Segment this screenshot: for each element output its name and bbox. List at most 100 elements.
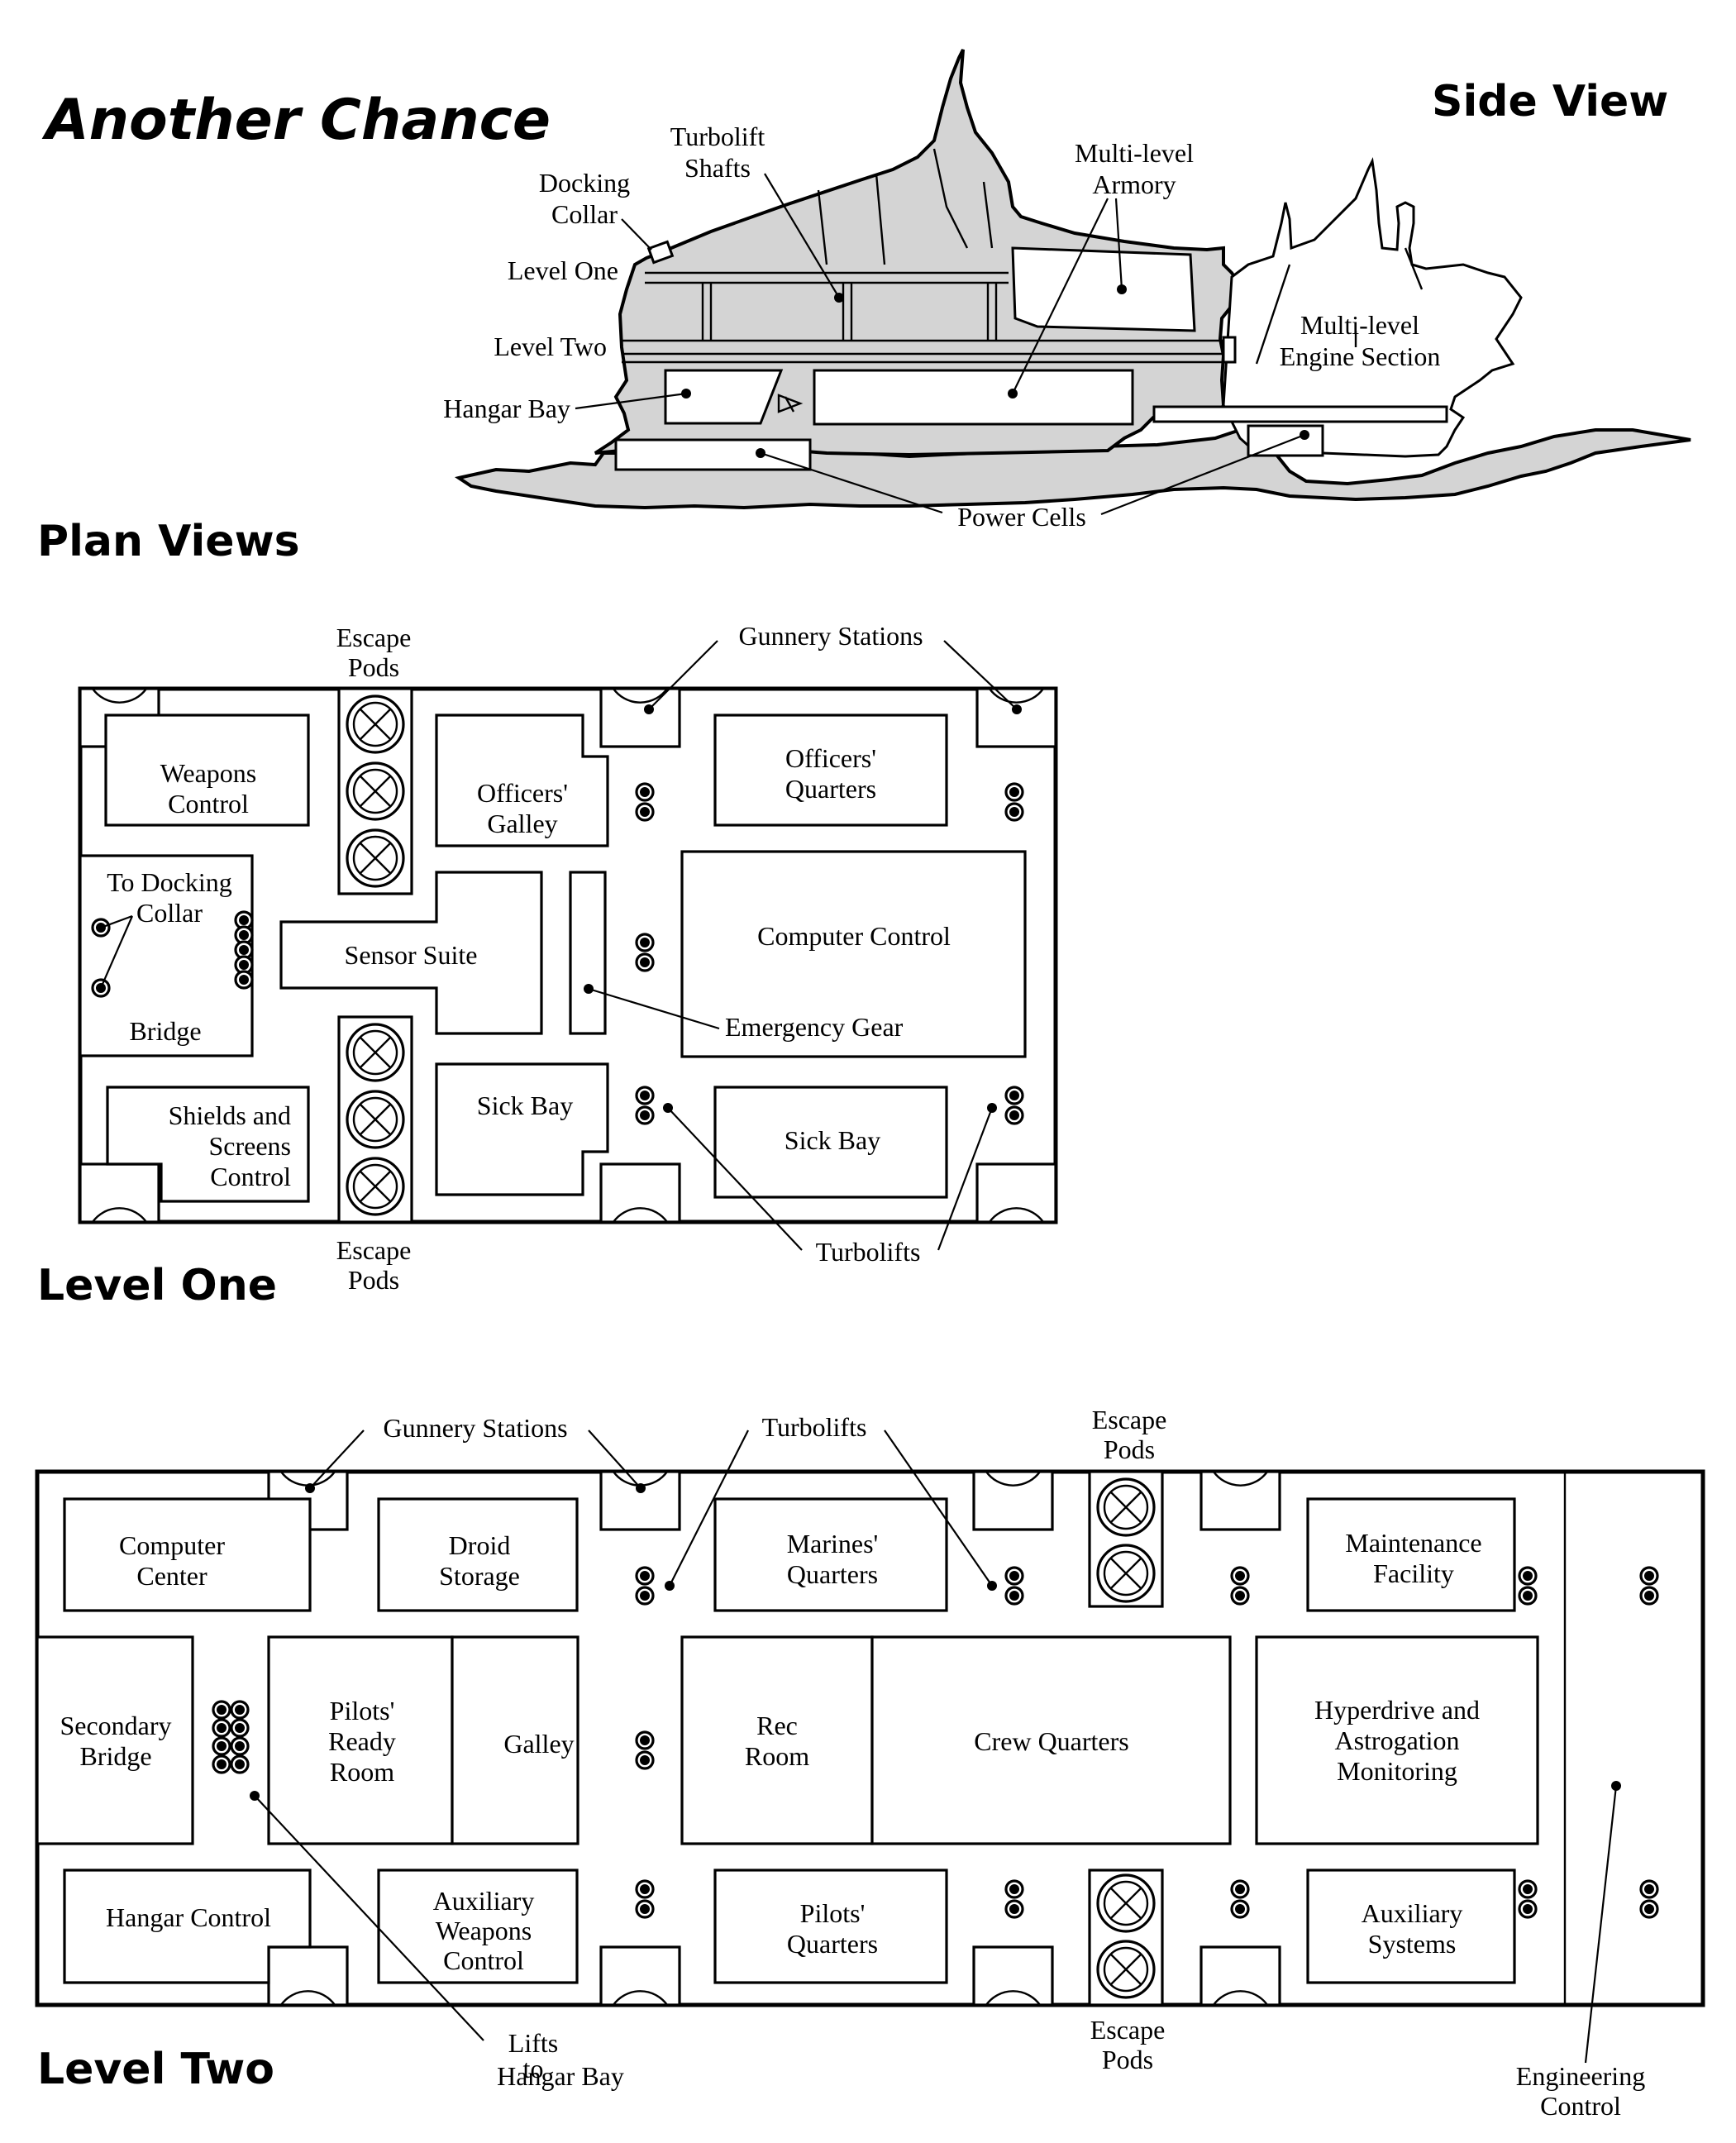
leader-dot bbox=[665, 1581, 675, 1591]
turbolift bbox=[635, 1086, 655, 1125]
label-hyperdrive-3: Monitoring bbox=[1337, 1756, 1457, 1786]
label-escape-pods-bottom-l2-2: Pods bbox=[1102, 2045, 1153, 2074]
room-emergency-gear bbox=[569, 871, 607, 1035]
leader-dot bbox=[756, 448, 765, 458]
leader-dot bbox=[834, 293, 844, 303]
room-hangar-control bbox=[63, 1869, 312, 1984]
leader-dot bbox=[305, 1483, 315, 1493]
engine-detail bbox=[1255, 247, 1424, 365]
leader-engineering bbox=[1584, 1785, 1618, 2064]
leader-turbolifts-l2-1 bbox=[669, 1429, 749, 1587]
label-hangar-control: Hangar Control bbox=[106, 1902, 271, 1932]
leader-turbolift bbox=[764, 173, 840, 298]
leader-turbolifts-l2-2 bbox=[884, 1429, 993, 1587]
label-maintenance-1: Maintenance bbox=[1345, 1528, 1481, 1558]
label-level-one: Level One bbox=[508, 255, 618, 285]
label-turbolifts-l2: Turbolifts bbox=[762, 1412, 867, 1442]
leader-emergency-gear bbox=[588, 987, 720, 1030]
turbolift bbox=[635, 1566, 655, 1606]
label-engine-1: Multi-level bbox=[1300, 310, 1419, 340]
label-armory-1: Multi-level bbox=[1075, 138, 1194, 168]
turbolift bbox=[1639, 1879, 1659, 1919]
room-sick-bay-right bbox=[713, 1086, 948, 1199]
turbolift bbox=[1004, 1879, 1024, 1919]
label-engineering-control-2: Control bbox=[1540, 2091, 1621, 2121]
label-level-two: Level Two bbox=[494, 332, 607, 361]
hangar-ship bbox=[777, 394, 804, 413]
turbolift bbox=[1004, 1086, 1024, 1125]
label-crew-quarters: Crew Quarters bbox=[974, 1726, 1128, 1756]
room-officers-galley bbox=[435, 714, 609, 847]
label-marines-quarters-2: Quarters bbox=[787, 1559, 878, 1589]
leader-dot bbox=[1117, 284, 1127, 294]
room-bridge bbox=[79, 854, 254, 1057]
label-pilots-quarters-1: Pilots' bbox=[800, 1898, 866, 1928]
label-armory-2: Armory bbox=[1092, 169, 1176, 199]
label-computer-center-2: Center bbox=[136, 1561, 207, 1591]
label-pilots-ready-1: Pilots' bbox=[330, 1696, 395, 1725]
leader-power-1 bbox=[760, 451, 943, 514]
turbolift bbox=[1004, 782, 1024, 822]
power-cell-aft bbox=[1247, 424, 1324, 457]
label-officers-quarters-2: Quarters bbox=[785, 774, 876, 804]
turbolift bbox=[635, 782, 655, 822]
label-docking-collar-2: Collar bbox=[551, 199, 618, 229]
turbolift-bridge bbox=[234, 910, 254, 990]
power-cell-fore bbox=[614, 438, 812, 471]
label-turbolift-shafts-2: Shafts bbox=[684, 153, 751, 183]
side-view bbox=[454, 49, 1691, 510]
label-aux-weapons-2: Weapons bbox=[436, 1916, 532, 1945]
gunnery-station bbox=[599, 1470, 681, 1531]
label-shields-2: Screens bbox=[208, 1131, 291, 1161]
label-hangar-bay: Hangar Bay bbox=[443, 394, 570, 423]
label-escape-pods-bottom-l2-1: Escape bbox=[1090, 2015, 1166, 2045]
label-escape-pods-top-l2-1: Escape bbox=[1092, 1405, 1167, 1434]
label-computer-center-1: Computer bbox=[119, 1530, 225, 1560]
label-lifts-hangar-3: Hangar Bay bbox=[497, 2061, 624, 2091]
leader-lifts-hangar bbox=[254, 1795, 484, 2041]
escape-pod bbox=[346, 828, 405, 888]
level-two-heading: Level Two bbox=[37, 2045, 274, 2094]
hangar-bay bbox=[664, 369, 784, 425]
label-to-docking-collar-1: To Docking bbox=[107, 867, 232, 897]
room-computer-control bbox=[680, 850, 1027, 1058]
gunnery-station bbox=[975, 1162, 1057, 1224]
leader-dot bbox=[663, 1103, 673, 1113]
gunnery-station bbox=[79, 1162, 160, 1224]
label-lifts-hangar-1: Lifts bbox=[508, 2028, 558, 2058]
label-officers-quarters-1: Officers' bbox=[785, 743, 876, 773]
page-title: Another Chance bbox=[41, 88, 551, 153]
leader-docking bbox=[621, 218, 652, 251]
escape-pod bbox=[1096, 1544, 1156, 1603]
label-galley: Galley bbox=[503, 1729, 574, 1759]
label-escape-pods-top-2: Pods bbox=[348, 652, 399, 682]
turbolift bbox=[635, 933, 655, 972]
label-pilots-ready-3: Room bbox=[330, 1757, 394, 1787]
label-aux-systems-2: Systems bbox=[1368, 1929, 1457, 1959]
room-computer-center bbox=[63, 1497, 312, 1612]
leader-dot bbox=[1611, 1781, 1621, 1791]
label-pilots-quarters-2: Quarters bbox=[787, 1929, 878, 1959]
label-computer-control: Computer Control bbox=[757, 921, 951, 951]
gunnery-station bbox=[1199, 1470, 1281, 1531]
turbolift bbox=[1518, 1566, 1538, 1606]
room-sick-bay-left bbox=[435, 1062, 609, 1196]
leader-gunnery-l2-1 bbox=[309, 1429, 365, 1489]
label-pilots-ready-2: Ready bbox=[328, 1726, 396, 1756]
label-turbolift-shafts-1: Turbolift bbox=[670, 122, 765, 151]
room-maintenance bbox=[1306, 1497, 1516, 1612]
label-escape-pods-top-1: Escape bbox=[336, 623, 412, 652]
leader-dot bbox=[1008, 389, 1018, 399]
leader-turbolifts-1 bbox=[667, 1107, 803, 1251]
room-marines-quarters bbox=[713, 1497, 948, 1612]
leader-dot bbox=[987, 1581, 997, 1591]
label-secondary-bridge-1: Secondary bbox=[60, 1711, 171, 1740]
label-aux-systems-1: Auxiliary bbox=[1362, 1898, 1463, 1928]
label-lifts-hangar-2: to bbox=[523, 2054, 544, 2083]
label-rec-room-1: Rec bbox=[756, 1711, 798, 1740]
gunnery-arc bbox=[92, 688, 147, 704]
leader-armory-2 bbox=[1012, 198, 1109, 394]
label-docking-collar-1: Docking bbox=[539, 168, 630, 198]
label-marines-quarters-1: Marines' bbox=[787, 1529, 879, 1558]
